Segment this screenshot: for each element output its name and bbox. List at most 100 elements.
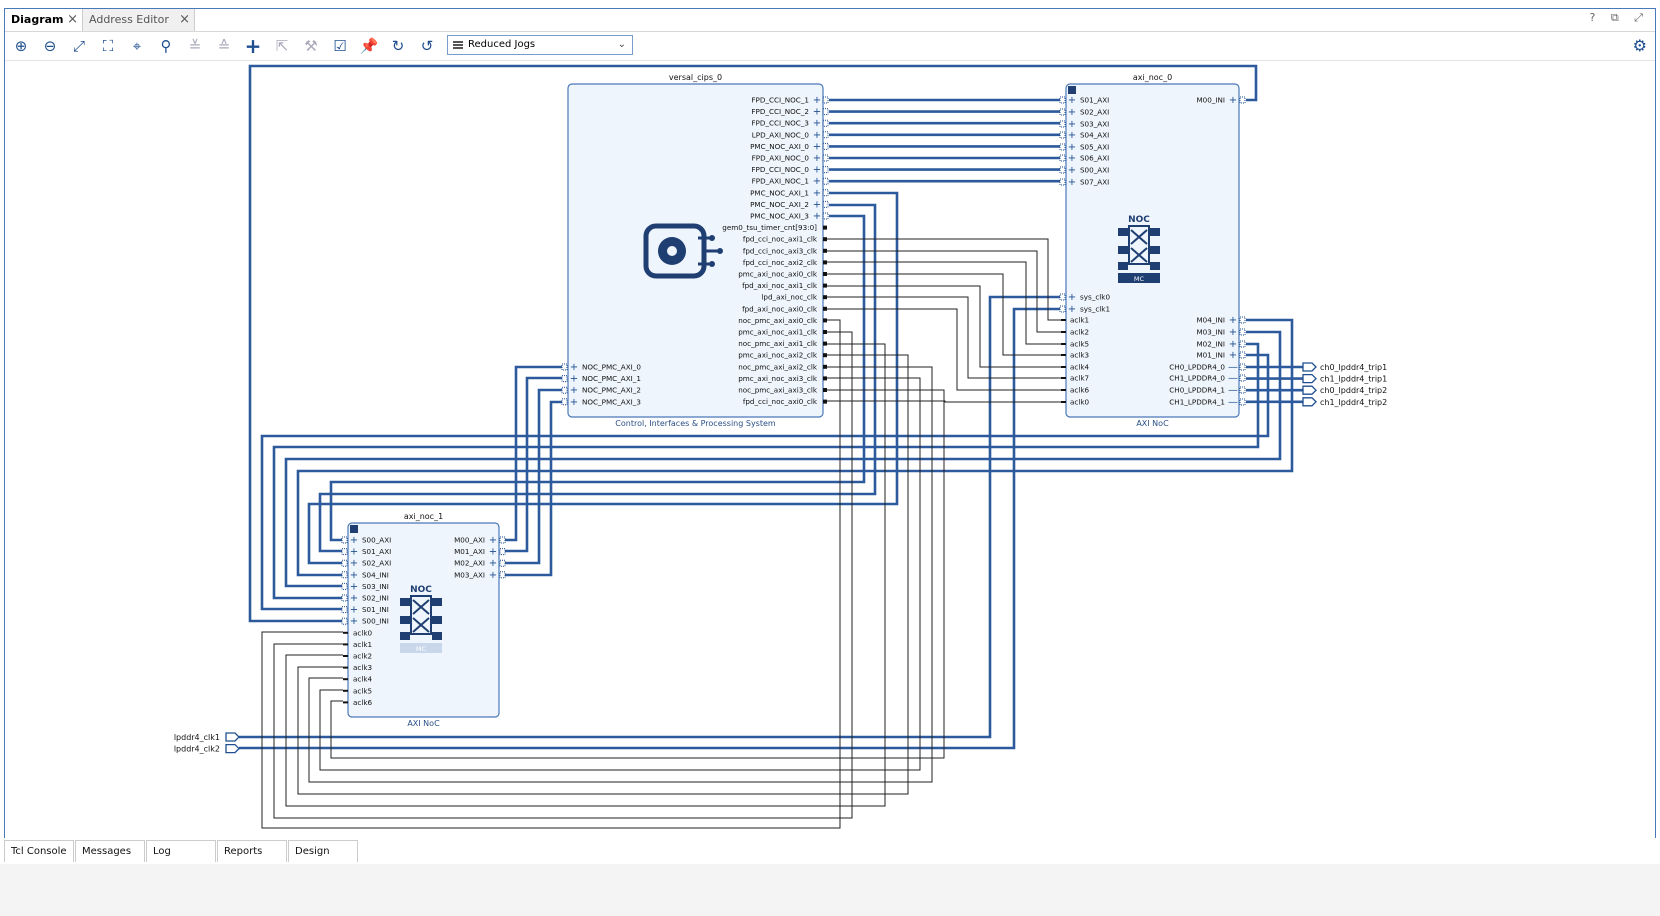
cips-port-pin[interactable] [823, 225, 827, 230]
noc1-port-pin[interactable] [341, 548, 348, 556]
noc1-right-port-pin[interactable] [499, 536, 506, 544]
cips-port-pin[interactable] [822, 142, 829, 150]
close-icon[interactable]: × [179, 12, 190, 27]
output-port-icon[interactable] [1302, 385, 1317, 395]
output-port-icon[interactable] [1302, 397, 1317, 407]
cips-port-pin[interactable] [823, 388, 827, 392]
noc1-port-pin[interactable] [341, 571, 348, 579]
tab-design-runs[interactable]: Design Runs [288, 840, 358, 879]
noc0-right-port-pin[interactable] [1239, 328, 1246, 336]
validate-icon[interactable]: ☑ [333, 37, 347, 55]
noc1-port-pin[interactable] [341, 606, 348, 614]
tab-log[interactable]: Log [146, 840, 216, 862]
noc1-right-port-pin[interactable] [499, 548, 506, 556]
noc1-right-port-pin[interactable] [499, 571, 506, 579]
gear-icon[interactable]: ⚙ [1632, 36, 1647, 55]
view-mode-select[interactable]: Reduced Jogs ⌄ [447, 35, 633, 55]
autoroute-icon[interactable]: ⌖ [132, 37, 142, 55]
wrench-icon[interactable]: ⚒ [304, 37, 318, 55]
cips-port-pin[interactable] [822, 189, 829, 197]
tab-tcl-console[interactable]: Tcl Console [4, 840, 74, 862]
cips-port-pin[interactable] [823, 237, 827, 242]
noc0-right-port-pin[interactable] [1239, 363, 1246, 371]
noc1-port-pin[interactable] [341, 617, 348, 625]
regenerate-icon[interactable]: ↺ [420, 37, 434, 55]
close-icon[interactable]: × [67, 12, 78, 27]
output-port-icon[interactable] [1302, 362, 1317, 372]
expand-icon[interactable]: ≙ [217, 37, 231, 55]
tab-diagram[interactable]: Diagram × [5, 9, 83, 31]
axi-noc-1-block[interactable] [347, 522, 500, 718]
cips-port-pin[interactable] [823, 272, 827, 276]
noc0-port-pin[interactable] [1059, 96, 1066, 104]
tab-reports[interactable]: Reports [217, 840, 287, 862]
search-icon[interactable]: ⚲ [160, 37, 172, 55]
fit-view-icon[interactable]: ⤢ [72, 37, 85, 55]
collapse-icon[interactable]: ≚ [188, 37, 202, 55]
add-ip-icon[interactable]: + [244, 34, 262, 58]
input-port-icon[interactable] [225, 743, 240, 754]
cips-left-port-pin[interactable] [561, 386, 568, 394]
cips-port-pin[interactable] [822, 177, 829, 185]
cips-port-pin[interactable] [823, 295, 827, 300]
cips-port-pin[interactable] [823, 330, 827, 334]
output-port-icon[interactable] [1302, 373, 1317, 384]
noc0-right-port-pin[interactable] [1239, 351, 1246, 359]
cips-port-pin[interactable] [822, 96, 829, 104]
noc0-right-port-pin[interactable] [1239, 96, 1246, 104]
tab-messages[interactable]: Messages [75, 840, 145, 862]
noc1-right-port-pin[interactable] [499, 559, 506, 567]
cips-port-pin[interactable] [822, 200, 829, 208]
cips-port-pin[interactable] [823, 376, 827, 381]
cips-port-pin[interactable] [823, 341, 827, 346]
axi-noc-0-collapse-icon[interactable] [1068, 86, 1076, 94]
noc0-right-port-pin[interactable] [1239, 374, 1246, 382]
cips-port-pin[interactable] [823, 283, 827, 288]
noc0-right-port-pin[interactable] [1239, 398, 1246, 406]
move-icon[interactable]: ⇱ [275, 37, 289, 55]
cips-port-pin[interactable] [822, 131, 829, 139]
cips-port-label: noc_pmc_axi_axi3_clk [738, 386, 818, 395]
zoom-out-icon[interactable]: ⊖ [43, 37, 57, 55]
cips-port-pin[interactable] [823, 306, 827, 311]
cips-port-pin[interactable] [823, 260, 827, 265]
cips-port-pin[interactable] [823, 353, 827, 358]
noc0-port-pin[interactable] [1059, 178, 1066, 186]
cips-left-port-pin[interactable] [561, 375, 568, 383]
noc1-port-pin[interactable] [341, 559, 348, 567]
noc0-right-port-pin[interactable] [1239, 340, 1246, 348]
window-buttons[interactable]: ? ⧉ ⤢ [1589, 11, 1649, 24]
cips-port-pin[interactable] [823, 248, 827, 253]
cips-port-pin[interactable] [822, 212, 829, 220]
noc0-port-pin[interactable] [1059, 305, 1066, 313]
cips-port-pin[interactable] [823, 318, 827, 323]
tab-address-editor[interactable]: Address Editor × [83, 9, 195, 31]
noc1-port-pin[interactable] [341, 582, 348, 590]
zoom-in-icon[interactable]: ⊕ [14, 37, 28, 55]
noc0-port-pin[interactable] [1059, 131, 1066, 139]
fit-selection-icon[interactable]: ⛶ [102, 37, 114, 55]
noc0-port-pin[interactable] [1059, 120, 1066, 128]
noc0-port-pin[interactable] [1059, 166, 1066, 174]
input-port-icon[interactable] [225, 732, 240, 742]
axi-noc-1-collapse-icon[interactable] [350, 525, 358, 533]
cips-left-port-pin[interactable] [561, 363, 568, 371]
noc0-port-pin[interactable] [1059, 108, 1066, 116]
refresh-icon[interactable]: ↻ [391, 37, 405, 55]
cips-left-port-pin[interactable] [561, 398, 568, 406]
noc0-port-pin[interactable] [1059, 293, 1066, 301]
noc0-port-pin[interactable] [1059, 154, 1066, 162]
cips-port-pin[interactable] [822, 108, 829, 116]
noc1-port-pin[interactable] [341, 594, 348, 602]
noc0-right-port-pin[interactable] [1239, 316, 1246, 324]
pin-icon[interactable]: 📌 [359, 37, 379, 55]
cips-port-pin[interactable] [822, 154, 829, 162]
noc0-port-pin[interactable] [1059, 143, 1066, 151]
noc0-right-port-pin[interactable] [1239, 386, 1246, 394]
cips-port-pin[interactable] [822, 166, 829, 174]
cips-port-pin[interactable] [822, 119, 829, 127]
cips-port-pin[interactable] [823, 399, 827, 404]
noc1-port-pin[interactable] [341, 536, 348, 544]
cips-port-pin[interactable] [823, 364, 827, 369]
